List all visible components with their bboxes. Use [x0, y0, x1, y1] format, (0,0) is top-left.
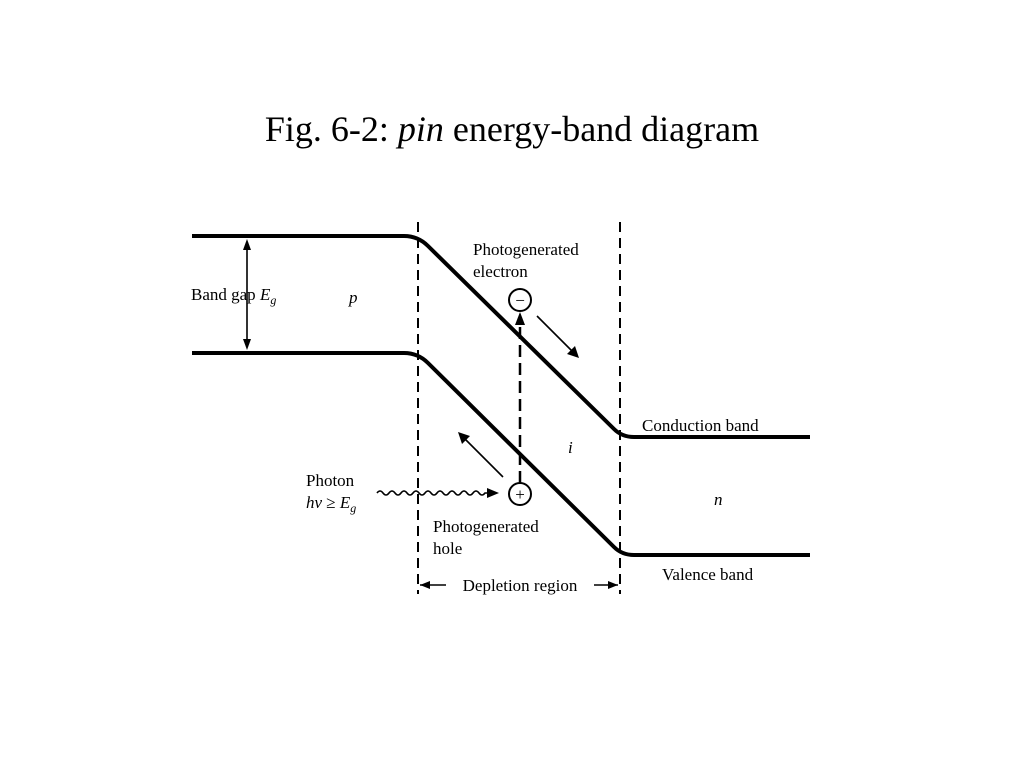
- photo-electron-label-line2: electron: [473, 262, 528, 281]
- i-region-label: i: [568, 438, 573, 457]
- valence-band-label: Valence band: [662, 565, 754, 584]
- photon-label: Photon: [306, 471, 355, 490]
- photo-hole-label-line1: Photogenerated: [433, 517, 539, 536]
- hole-drift-arrow: [458, 432, 504, 478]
- p-region-label: p: [348, 288, 358, 307]
- title-italic: pin: [397, 109, 444, 149]
- electron-sign: −: [515, 291, 525, 310]
- hole-symbol: +: [508, 482, 532, 506]
- conduction-band-label: Conduction band: [642, 416, 759, 435]
- electron-drift-arrow: [536, 315, 579, 358]
- electron-symbol: −: [508, 288, 532, 312]
- depletion-region-label: Depletion region: [463, 576, 578, 595]
- photo-electron-label-line1: Photogenerated: [473, 240, 579, 259]
- title-prefix: Fig. 6-2:: [264, 109, 398, 149]
- photon-wave-arrow: [376, 488, 499, 498]
- depletion-region-dimension: [420, 581, 618, 589]
- excitation-arrow: [515, 312, 525, 483]
- hole-sign: +: [515, 485, 525, 504]
- photon-energy-condition: hν ≥ Eg: [306, 493, 356, 515]
- n-region-label: n: [714, 490, 723, 509]
- title-suffix: energy-band diagram: [443, 109, 760, 149]
- band-gap-label: Band gap Eg: [191, 285, 276, 307]
- band-gap-arrow: [243, 239, 251, 350]
- photo-hole-label-line2: hole: [433, 539, 462, 558]
- figure-title: Fig. 6-2: pin energy-band diagram: [0, 108, 1024, 150]
